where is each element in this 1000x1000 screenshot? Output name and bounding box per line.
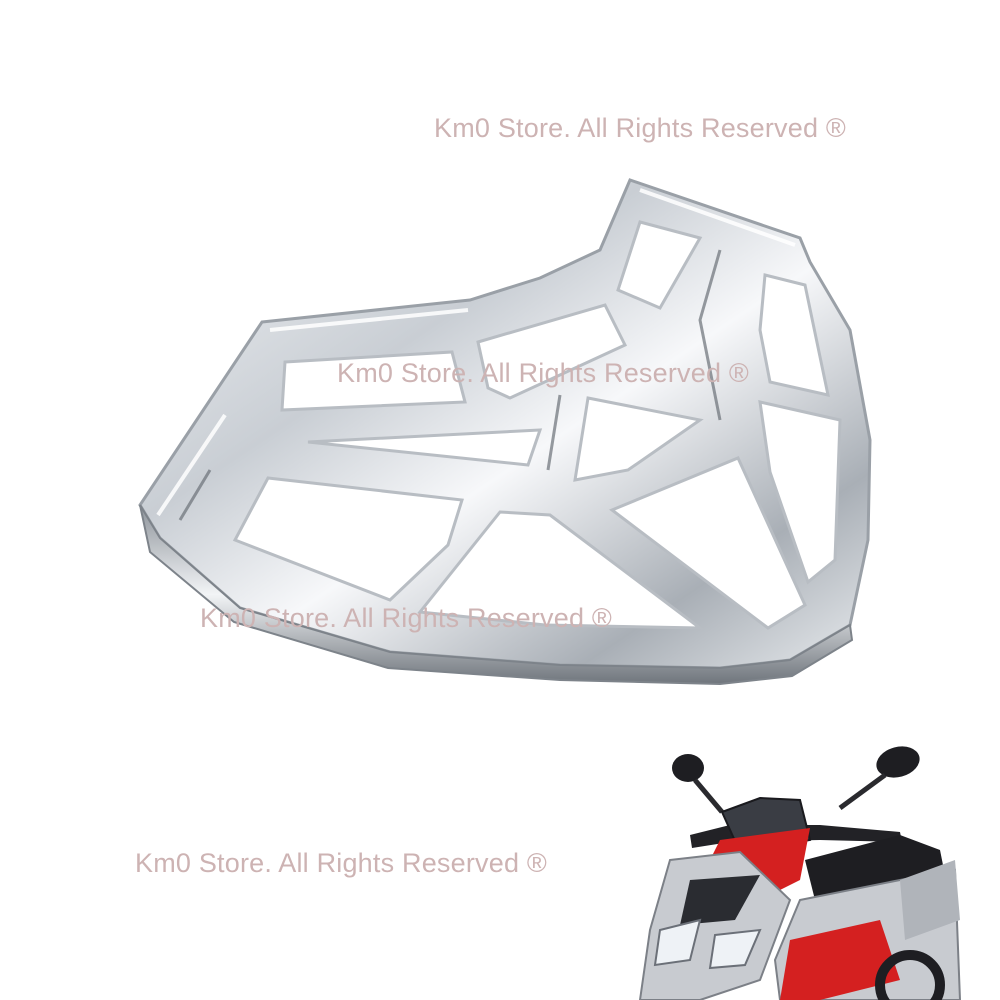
watermark-text: Km0 Store. All Rights Reserved ® [434,113,846,143]
watermark-text: Km0 Store. All Rights Reserved ® [135,848,547,878]
watermark-text: Km0 Store. All Rights Reserved ® [337,358,749,388]
watermark-text: Km0 Store. All Rights Reserved ® [200,603,612,633]
